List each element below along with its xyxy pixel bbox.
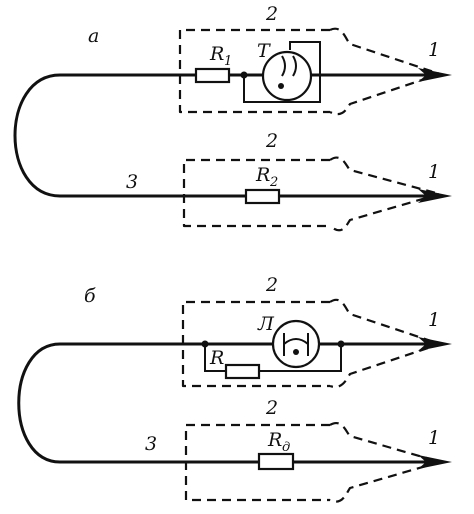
resistor-r2 [244,188,281,205]
panel-b-upper-arrow [418,337,452,351]
panel-b-lower-end-label: 1 [428,427,440,449]
panel-a-upper-arrow [418,68,452,82]
panel-b-lower-zone-label: 2 [265,397,278,419]
panel-b-lower-channel: R д 2 3 1 [145,397,452,503]
element-t-filament [281,55,297,77]
panel-b-loop-wire [17,342,187,464]
panel-a-upper-zone-label: 2 [265,3,278,25]
panel-b-wire-label: 3 [145,433,157,455]
element-l [271,319,321,369]
element-l-dot [293,349,299,355]
panel-a-lower-arrow [418,189,452,203]
panel-a: а R 1 Т 2 1 R 2 2 [13,3,452,232]
element-t-label: Т [257,40,271,62]
resistor-rd [257,452,295,471]
resistor-rd-label: R [267,429,282,451]
panel-a-upper-channel: R 1 Т 2 1 [178,3,452,116]
panel-b-upper-zone-label: 2 [265,274,278,296]
panel-a-loop-wire [13,73,187,198]
panel-b-upper-end-label: 1 [428,309,440,331]
resistor-r [224,363,261,380]
panel-b-bypass-wire [204,344,342,372]
panel-b: б R Л 2 1 R д 2 [17,274,452,503]
resistor-r2-label: R [255,164,270,186]
element-t-dot [278,83,284,89]
panel-a-lower-zone [182,156,442,232]
resistor-r2-subscript: 2 [269,175,278,190]
panel-a-label: а [88,25,99,47]
panel-a-lower-end-label: 1 [428,161,440,183]
panel-a-lower-channel: R 2 2 3 1 [126,130,452,232]
panel-a-bypass-wire [243,41,321,103]
panel-a-lower-zone-label: 2 [265,130,278,152]
resistor-r-label: R [209,347,224,369]
panel-b-lower-arrow [418,455,452,469]
panel-b-upper-channel: R Л 2 1 [181,274,452,388]
resistor-r1-subscript: 1 [224,54,232,69]
resistor-r1-label: R [209,43,224,65]
panel-a-wire-label: 3 [126,171,138,193]
element-l-electrodes [283,333,309,356]
element-l-label: Л [257,313,275,335]
panel-a-upper-end-label: 1 [428,39,440,61]
resistor-rd-subscript: д [282,440,290,455]
resistor-r1 [194,67,231,84]
element-t [261,50,313,102]
panel-b-label: б [84,285,96,307]
